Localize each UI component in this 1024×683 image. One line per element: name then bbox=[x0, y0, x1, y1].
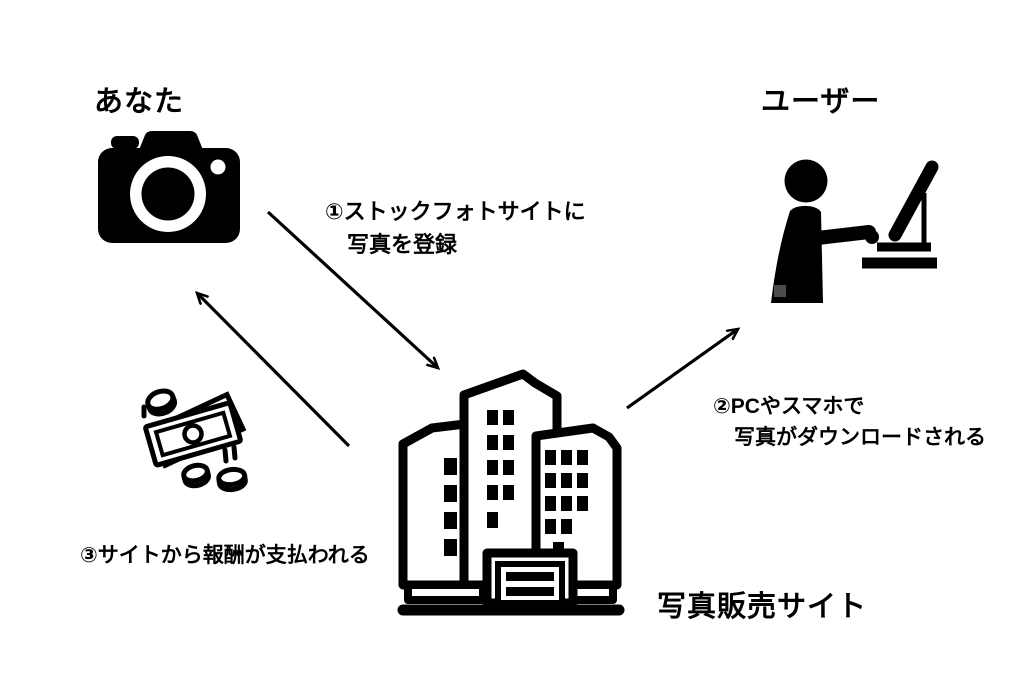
left-tower-windows bbox=[444, 458, 457, 556]
step-payout-line1: ③サイトから報酬が支払われる bbox=[80, 544, 370, 567]
step-download-line1: ②PCやスマホで bbox=[713, 395, 865, 418]
step-download-caption: ②PCやスマホで 写真がダウンロードされる bbox=[713, 391, 986, 453]
site-label: 写真販売サイト bbox=[657, 591, 868, 623]
arrow-site-to-you bbox=[197, 293, 351, 448]
step-register-line1: ①ストックフォトサイトに bbox=[325, 199, 586, 224]
coin bbox=[145, 388, 178, 417]
user-label: ユーザー bbox=[761, 86, 881, 118]
center-tower-windows bbox=[487, 410, 514, 528]
step-register-line2: 写真を登録 bbox=[347, 232, 458, 257]
coin bbox=[216, 466, 248, 493]
step-download-line2: 写真がダウンロードされる bbox=[734, 426, 986, 449]
money-payment-icon bbox=[141, 388, 248, 493]
coin bbox=[181, 462, 211, 489]
you-label: あなた bbox=[94, 86, 185, 118]
step-register-caption: ①ストックフォトサイトに 写真を登録 bbox=[325, 195, 586, 261]
camera-icon bbox=[98, 131, 240, 243]
arrow-site-to-user bbox=[626, 329, 738, 410]
arrow-you-to-site bbox=[266, 210, 438, 368]
office-building-icon bbox=[397, 369, 625, 616]
step-payout-caption: ③サイトから報酬が支払われる bbox=[80, 540, 370, 571]
person-at-computer-icon bbox=[771, 159, 939, 303]
